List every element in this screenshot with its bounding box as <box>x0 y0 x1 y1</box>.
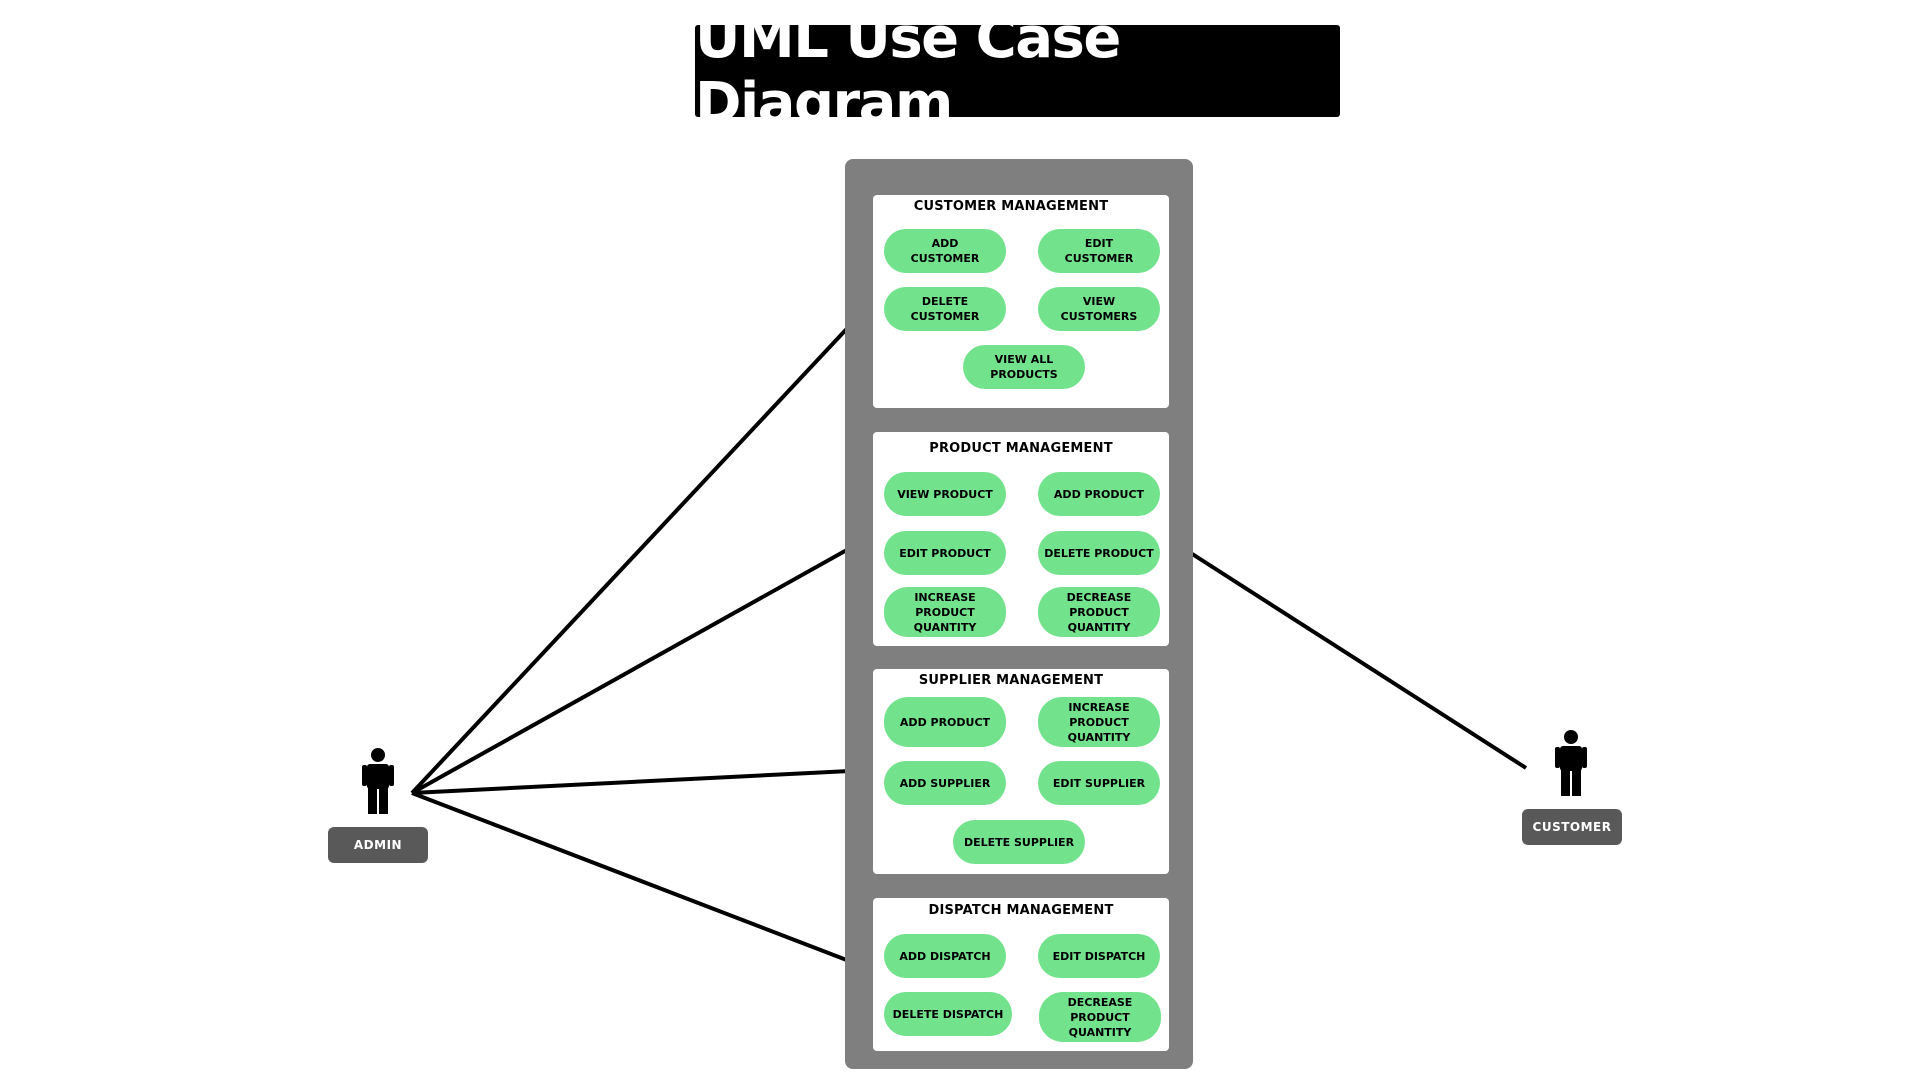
package-title: SUPPLIER MANAGEMENT <box>918 673 1104 688</box>
use-case-add-product[interactable]: ADD PRODUCT <box>1038 472 1160 516</box>
diagram-title-box: UML Use Case Diagram <box>695 6 1340 136</box>
use-case-decrease-product-quantity[interactable]: DECREASE PRODUCT QUANTITY <box>1039 992 1161 1042</box>
package-customer-management: CUSTOMER MANAGEMENT ADD CUSTOMER EDIT CU… <box>873 195 1169 408</box>
package-title: PRODUCT MANAGEMENT <box>929 441 1113 456</box>
use-case-delete-product[interactable]: DELETE PRODUCT <box>1038 531 1160 575</box>
use-case-edit-dispatch[interactable]: EDIT DISPATCH <box>1038 934 1160 978</box>
package-product-management: PRODUCT MANAGEMENT VIEW PRODUCT ADD PROD… <box>873 432 1169 646</box>
use-case-view-customers[interactable]: VIEW CUSTOMERS <box>1038 287 1160 331</box>
admin-label-text: ADMIN <box>353 838 403 852</box>
arrow-customer-product-management <box>1170 539 1528 770</box>
admin-actor-label[interactable]: ADMIN <box>328 827 428 863</box>
customer-actor-label[interactable]: CUSTOMER <box>1522 809 1622 845</box>
package-dispatch-management: DISPATCH MANAGEMENT ADD DISPATCH EDIT DI… <box>873 898 1169 1051</box>
use-case-delete-customer[interactable]: DELETE CUSTOMER <box>884 287 1006 331</box>
use-case-increase-product-quantity[interactable]: INCREASE PRODUCT QUANTITY <box>1038 697 1160 747</box>
diagram-title: UML Use Case Diagram <box>695 6 1121 136</box>
use-case-view-product[interactable]: VIEW PRODUCT <box>884 472 1006 516</box>
arrow-admin-dispatch-management <box>411 791 872 971</box>
use-case-edit-customer[interactable]: EDIT CUSTOMER <box>1038 229 1160 273</box>
use-case-delete-supplier[interactable]: DELETE SUPPLIER <box>953 820 1085 864</box>
package-supplier-management: SUPPLIER MANAGEMENT ADD PRODUCT INCREASE… <box>873 669 1169 874</box>
use-case-edit-product[interactable]: EDIT PRODUCT <box>884 531 1006 575</box>
admin-person-icon <box>362 748 394 814</box>
use-case-view-all-products[interactable]: VIEW ALL PRODUCTS <box>963 345 1085 389</box>
use-case-edit-supplier[interactable]: EDIT SUPPLIER <box>1038 761 1160 805</box>
arrow-admin-customer-management <box>410 302 872 795</box>
use-case-add-product[interactable]: ADD PRODUCT <box>884 697 1006 747</box>
customer-label-text: CUSTOMER <box>1532 820 1612 834</box>
use-case-add-dispatch[interactable]: ADD DISPATCH <box>884 934 1006 978</box>
use-case-decrease-product-quantity[interactable]: DECREASE PRODUCT QUANTITY <box>1038 587 1160 637</box>
customer-person-icon <box>1555 730 1587 796</box>
package-title: DISPATCH MANAGEMENT <box>928 903 1114 918</box>
arrow-admin-supplier-management <box>411 765 872 795</box>
arrow-admin-product-management <box>411 535 872 795</box>
use-case-increase-product-quantity[interactable]: INCREASE PRODUCT QUANTITY <box>884 587 1006 637</box>
package-title: CUSTOMER MANAGEMENT <box>913 199 1109 214</box>
use-case-add-customer[interactable]: ADD CUSTOMER <box>884 229 1006 273</box>
use-case-add-supplier[interactable]: ADD SUPPLIER <box>884 761 1006 805</box>
use-case-delete-dispatch[interactable]: DELETE DISPATCH <box>884 992 1012 1036</box>
